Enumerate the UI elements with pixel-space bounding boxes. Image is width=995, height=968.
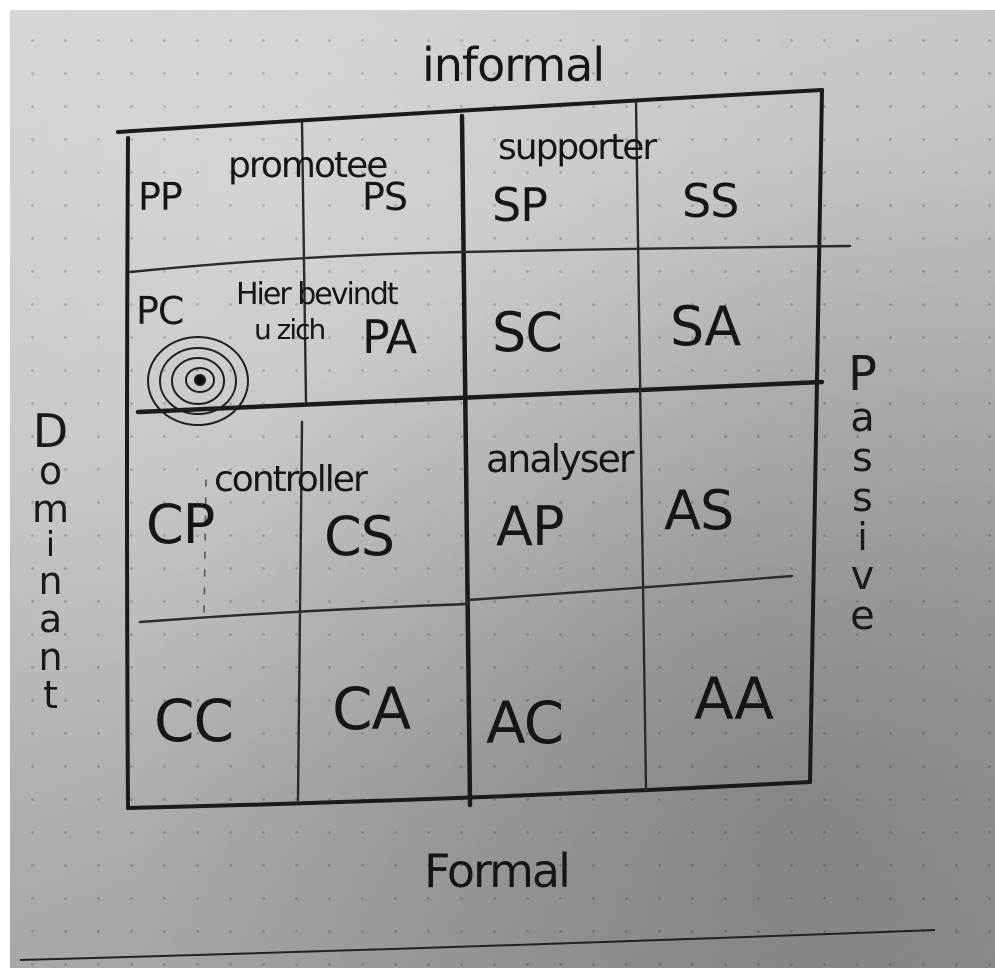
axis-label-left-letter: o	[38, 449, 63, 493]
cell-as: AS	[664, 479, 734, 542]
outer-box-right	[808, 88, 824, 784]
cell-sa: SA	[670, 295, 741, 358]
quadrant-title-supporter: supporter	[498, 127, 657, 168]
cell-ss: SS	[682, 174, 739, 228]
axis-label-left-letter: m	[32, 487, 70, 531]
axis-label-right-letter: e	[850, 593, 875, 639]
major-vertical-divider	[459, 113, 473, 808]
cell-ps: PS	[362, 175, 408, 219]
axis-label-right-letter: i	[857, 515, 868, 559]
cell-ca: CA	[332, 675, 411, 743]
axis-label-right: P a s s i v e	[848, 350, 877, 636]
axis-label-right-letter: v	[850, 553, 875, 599]
cell-sp: SP	[492, 178, 548, 232]
axis-label-left-letter: n	[38, 635, 63, 679]
cell-pc: PC	[136, 289, 184, 333]
axis-label-right-letter: s	[852, 475, 873, 521]
quadrant-title-controller: controller	[214, 459, 368, 500]
major-horizontal-divider	[135, 379, 825, 415]
axis-label-left: D o m i n a n t	[32, 408, 69, 714]
faint-guide	[203, 479, 207, 621]
note-line-2: u zich	[254, 313, 326, 346]
minor-horizontal-bottom-left	[138, 602, 470, 624]
axis-label-left-letter: t	[43, 673, 58, 717]
axis-label-bottom: Formal	[424, 844, 571, 898]
outer-box-left	[125, 136, 130, 810]
notebook-edge	[19, 929, 936, 961]
axis-label-left-letter: a	[38, 597, 63, 641]
quadrant-title-analyser: analyser	[486, 437, 635, 481]
quadrant-title-promoter: promotee	[228, 145, 388, 186]
axis-label-right-letter: P	[848, 346, 877, 402]
axis-label-right-letter: a	[850, 395, 875, 441]
cell-cp: CP	[146, 493, 215, 556]
you-are-here-target-icon	[147, 336, 249, 426]
axis-label-right-letter: s	[852, 435, 873, 481]
minor-horizontal-top-right	[460, 244, 852, 254]
cell-pp: PP	[138, 175, 183, 219]
cell-ap: AP	[496, 495, 565, 558]
cell-sc: SC	[492, 301, 563, 364]
minor-horizontal-bottom-right	[466, 574, 794, 602]
axis-label-left-letter: i	[45, 525, 56, 565]
cell-aa: AA	[694, 665, 774, 733]
minor-vertical-left-top	[300, 120, 308, 404]
notebook-photo: informal Formal D o m i n a n t P a s s …	[10, 10, 995, 968]
cell-ac: AC	[486, 689, 564, 757]
note-line-1: Hier bevindt	[236, 277, 399, 312]
minor-vertical-right	[634, 100, 648, 792]
cell-cc: CC	[154, 687, 234, 755]
cell-cs: CS	[324, 505, 395, 568]
cell-pa: PA	[362, 310, 417, 364]
axis-label-left-letter: D	[32, 404, 69, 458]
diagram-grid	[19, 88, 936, 961]
axis-label-top: informal	[422, 38, 605, 92]
axis-label-left-letter: n	[38, 559, 63, 603]
outer-box-top	[116, 88, 824, 134]
minor-horizontal-top-left	[128, 250, 464, 274]
